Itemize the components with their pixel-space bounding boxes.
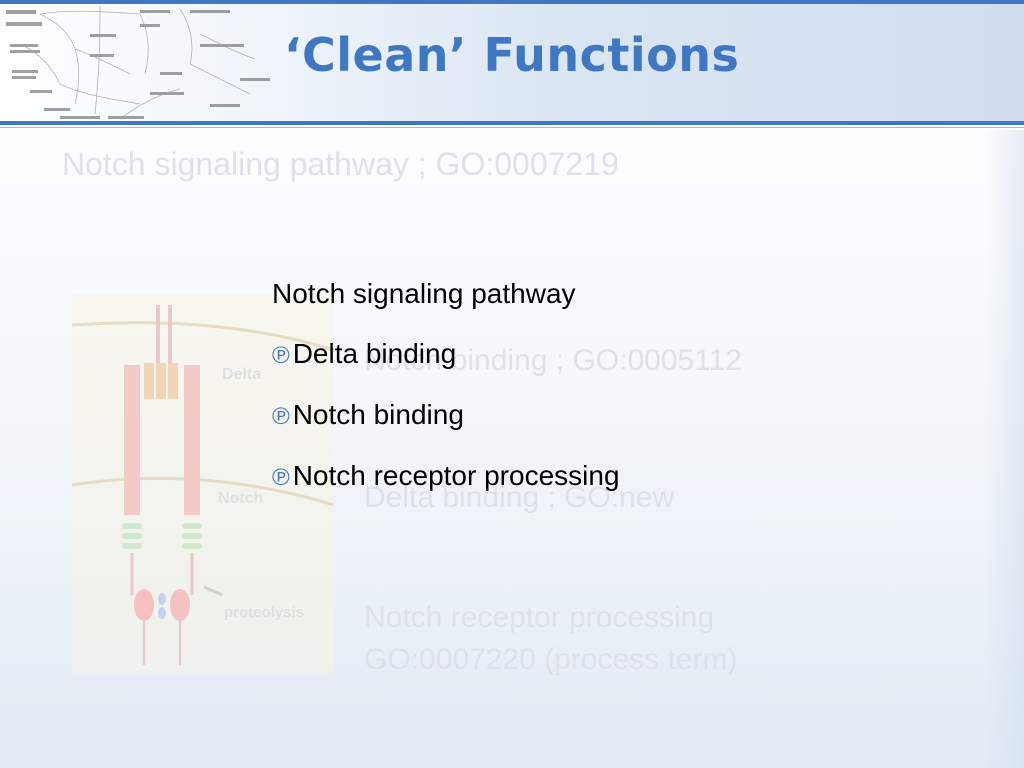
diagram-label-delta: Delta bbox=[222, 366, 261, 383]
slide-edge-shadow bbox=[984, 130, 1024, 768]
slide-title: ‘Clean’ Functions bbox=[284, 28, 740, 82]
bullet-marker-icon: ℗ bbox=[272, 464, 290, 491]
bullet-marker-icon: ℗ bbox=[272, 342, 290, 369]
diagram-label-proteolysis: proteolysis bbox=[224, 604, 304, 621]
faded-term-line: GO:0007220 (process term) bbox=[364, 643, 738, 676]
bullet-heading: Notch signaling pathway bbox=[272, 278, 576, 309]
bullet-text: Delta binding bbox=[292, 338, 457, 369]
faded-go-term-delta-binding: Delta binding ; GO:new bbox=[364, 481, 675, 514]
bullet-text: Notch binding bbox=[292, 399, 464, 430]
bullet-text: Notch receptor processing bbox=[292, 460, 620, 491]
notch-delta-diagram: Delta Notch proteolysis bbox=[72, 295, 334, 673]
go-graph-thumbnail bbox=[6, 5, 270, 120]
faded-go-term-notch-binding: Notch binding ; GO:0005112 bbox=[364, 344, 743, 377]
bullet-marker-icon: ℗ bbox=[272, 403, 290, 430]
faded-go-term-notch-signaling: Notch signaling pathway ; GO:0007219 bbox=[62, 146, 619, 182]
bullet-item-delta-binding: ℗Delta binding bbox=[272, 338, 456, 370]
diagram-label-notch: Notch bbox=[218, 490, 263, 507]
header-band: ‘Clean’ Functions bbox=[0, 0, 1024, 124]
bullet-item-receptor-processing: ℗Notch receptor processing bbox=[272, 460, 620, 492]
bullet-item-notch-binding: ℗Notch binding bbox=[272, 399, 464, 431]
header-bottom-thin-rule bbox=[0, 127, 1024, 128]
header-top-rule bbox=[0, 0, 1024, 4]
header-bottom-rule bbox=[0, 121, 1024, 125]
faded-term-line: Notch receptor processing bbox=[364, 601, 715, 634]
faded-go-term-receptor-processing: Notch receptor processing GO:0007220 (pr… bbox=[364, 597, 738, 681]
